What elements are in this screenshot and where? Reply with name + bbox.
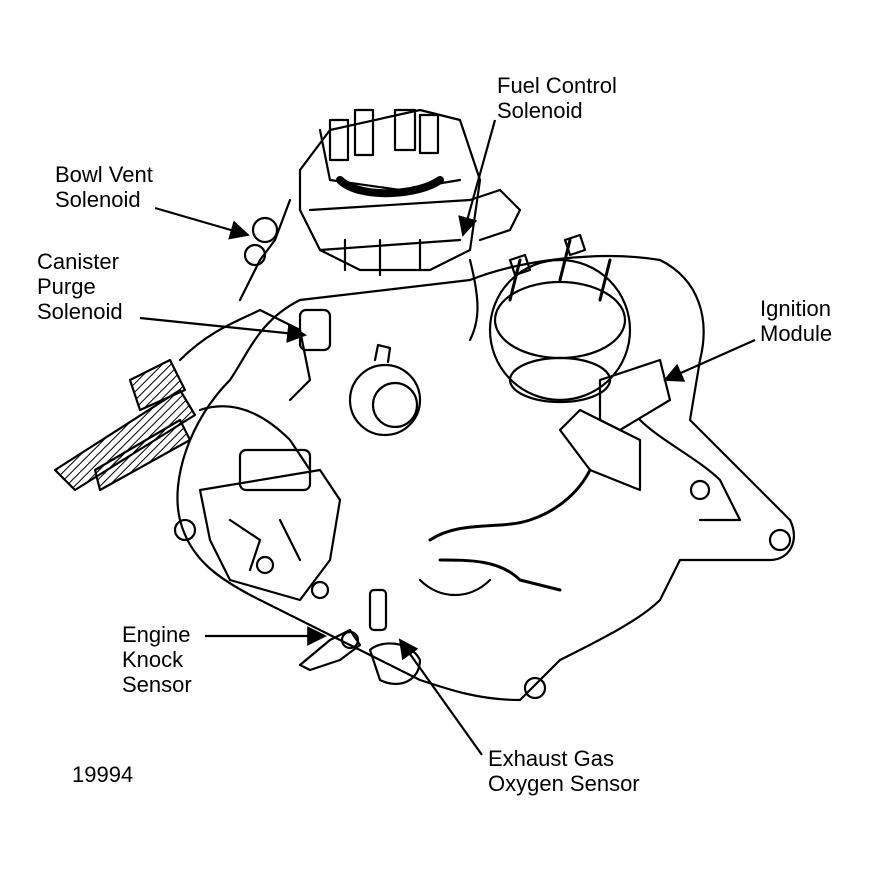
label-line: Purge bbox=[37, 274, 96, 299]
label-line: Bowl Vent bbox=[55, 162, 153, 187]
label-fuel-control-solenoid: Fuel Control Solenoid bbox=[497, 73, 617, 123]
engine-drawing bbox=[53, 108, 795, 702]
label-canister-purge-solenoid: Canister Purge Solenoid bbox=[37, 249, 123, 324]
label-line: Solenoid bbox=[37, 299, 123, 324]
label-bowl-vent-solenoid: Bowl Vent Solenoid bbox=[55, 162, 153, 212]
label-line: Engine bbox=[122, 622, 191, 647]
label-line: Module bbox=[760, 321, 833, 346]
leader-lines bbox=[139, 119, 756, 756]
label-ignition-module: Ignition Module bbox=[760, 296, 832, 346]
label-engine-knock-sensor: Engine Knock Sensor bbox=[122, 622, 192, 697]
label-line: Sensor bbox=[122, 672, 192, 697]
label-line: Solenoid bbox=[55, 187, 141, 212]
label-line: Knock bbox=[122, 647, 184, 672]
bowl-vent-leader bbox=[154, 206, 250, 240]
figure-id: 19994 bbox=[72, 762, 134, 787]
oxygen-sensor-leader bbox=[398, 638, 483, 756]
fuel-control-leader bbox=[458, 119, 497, 237]
label-line: Oxygen Sensor bbox=[488, 771, 640, 796]
label-line: Ignition bbox=[760, 296, 831, 321]
label-exhaust-gas-oxygen-sensor: Exhaust Gas Oxygen Sensor bbox=[488, 746, 640, 796]
label-line: Solenoid bbox=[497, 98, 583, 123]
ignition-module-leader bbox=[663, 338, 756, 382]
canister-purge-leader bbox=[139, 316, 307, 344]
label-line: Canister bbox=[37, 249, 119, 274]
label-line: Exhaust Gas bbox=[488, 746, 614, 771]
label-line: Fuel Control bbox=[497, 73, 617, 98]
